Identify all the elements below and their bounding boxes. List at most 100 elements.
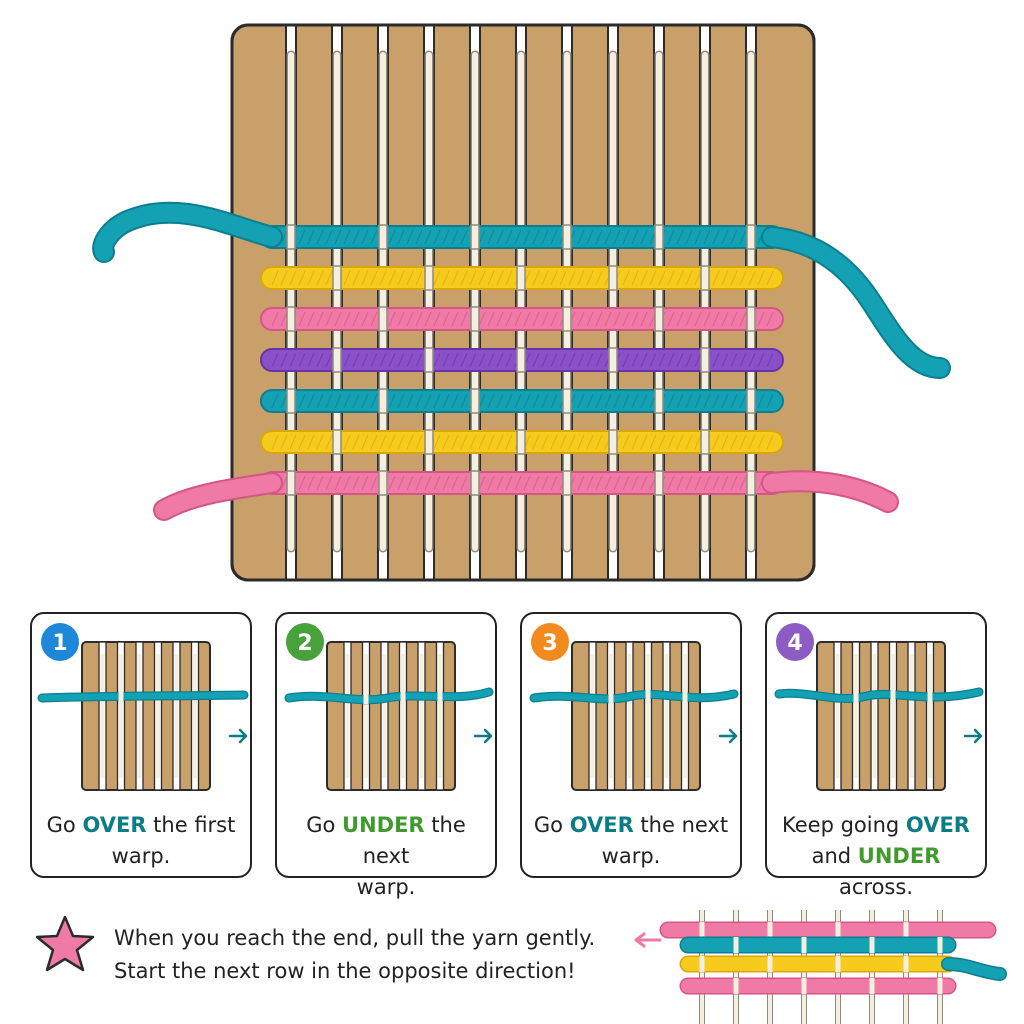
yarn-twist bbox=[505, 475, 513, 491]
yarn-twist bbox=[280, 352, 288, 368]
yarn-twist bbox=[721, 393, 729, 409]
yarn-twist bbox=[586, 229, 594, 245]
step-4-diagram: 4 bbox=[774, 623, 984, 791]
mini-warp-over bbox=[835, 922, 841, 938]
yarn-twist bbox=[361, 270, 369, 286]
yarn-twist bbox=[307, 475, 315, 491]
yarn-twist bbox=[685, 311, 693, 327]
warp-over bbox=[654, 470, 664, 496]
warp-over bbox=[286, 306, 296, 332]
yarn-twist bbox=[307, 393, 315, 409]
yarn-twist bbox=[640, 393, 648, 409]
mini-warp-over bbox=[767, 922, 773, 938]
yarn-twist bbox=[370, 352, 378, 368]
mini-warp-over bbox=[927, 690, 933, 704]
yarn-twist bbox=[694, 393, 702, 409]
yarn-twist bbox=[514, 229, 522, 245]
yarn-twist bbox=[370, 270, 378, 286]
yarn-twist bbox=[388, 229, 396, 245]
yarn-twist bbox=[721, 270, 729, 286]
mini-warp-over bbox=[699, 922, 705, 938]
warp-over bbox=[378, 388, 388, 414]
yarn-twist bbox=[451, 229, 459, 245]
yarn-twist bbox=[325, 311, 333, 327]
yarn-twist bbox=[631, 475, 639, 491]
warp-over bbox=[516, 265, 526, 291]
yarn-twist bbox=[379, 434, 387, 450]
yarn-twist bbox=[766, 434, 774, 450]
yarn-twist bbox=[595, 270, 603, 286]
yarn-twist bbox=[541, 229, 549, 245]
yarn-twist bbox=[307, 229, 315, 245]
yarn-twist bbox=[622, 270, 630, 286]
yarn-twist bbox=[667, 434, 675, 450]
yarn-twist bbox=[406, 393, 414, 409]
yarn-twist bbox=[640, 434, 648, 450]
warp-over bbox=[608, 429, 618, 455]
yarn-twist bbox=[460, 434, 468, 450]
yarn-twist bbox=[325, 270, 333, 286]
yarn-twist bbox=[307, 434, 315, 450]
yarn-twist bbox=[523, 393, 531, 409]
yarn-twist bbox=[388, 393, 396, 409]
step-2-diagram: 2 bbox=[284, 623, 494, 791]
yarn-twist bbox=[748, 352, 756, 368]
mini-weaving-illustration bbox=[634, 910, 1007, 1024]
yarn-twist bbox=[406, 352, 414, 368]
yarn-twist bbox=[442, 229, 450, 245]
warp-over bbox=[378, 470, 388, 496]
instruction-text: Keep going bbox=[782, 813, 906, 837]
keyword-over: OVER bbox=[569, 813, 634, 837]
yarn-twist bbox=[685, 229, 693, 245]
yarn-twist bbox=[604, 311, 612, 327]
pink-tail-left bbox=[155, 474, 281, 519]
mini-warp-over bbox=[890, 690, 896, 704]
yarn-twist bbox=[496, 311, 504, 327]
yarn-twist bbox=[406, 434, 414, 450]
yarn-twist bbox=[298, 229, 306, 245]
step-number: 3 bbox=[542, 631, 557, 656]
mini-warp-over bbox=[608, 690, 614, 704]
yarn-twist bbox=[577, 270, 585, 286]
yarn-twist bbox=[640, 311, 648, 327]
yarn-twist bbox=[559, 270, 567, 286]
step-3-line-2: warp. bbox=[528, 841, 734, 872]
instruction-text: the next bbox=[362, 813, 466, 868]
yarn-twist bbox=[712, 352, 720, 368]
yarn-twist bbox=[496, 475, 504, 491]
teal-tail-right bbox=[763, 228, 949, 377]
yarn-twist bbox=[685, 352, 693, 368]
yarn-twist bbox=[460, 475, 468, 491]
yarn-twist bbox=[379, 352, 387, 368]
yarn-twist bbox=[379, 270, 387, 286]
mini-warp-over bbox=[400, 690, 406, 704]
yarn-twist bbox=[541, 434, 549, 450]
step-card-3: 3 Go OVER the next warp. bbox=[520, 612, 742, 878]
yarn-twist bbox=[487, 434, 495, 450]
mini-warp-over bbox=[645, 690, 651, 704]
yarn-twist bbox=[748, 270, 756, 286]
yarn-twist bbox=[397, 434, 405, 450]
yarn-twist bbox=[406, 475, 414, 491]
yarn-twist bbox=[676, 352, 684, 368]
yarn-twist bbox=[766, 311, 774, 327]
arrow-right-icon bbox=[963, 728, 983, 744]
yarn-twist bbox=[343, 311, 351, 327]
yarn-twist bbox=[451, 393, 459, 409]
yarn-twist bbox=[739, 352, 747, 368]
yarn-twist bbox=[622, 352, 630, 368]
yarn-twist bbox=[433, 311, 441, 327]
yarn-twist bbox=[739, 229, 747, 245]
main-loom-illustration bbox=[92, 23, 951, 582]
yarn-twist bbox=[487, 229, 495, 245]
yarn-twist bbox=[334, 475, 342, 491]
mini-teal-tail bbox=[942, 958, 1006, 980]
yarn-twist bbox=[505, 352, 513, 368]
yarn-twist bbox=[631, 352, 639, 368]
yarn-twist bbox=[298, 311, 306, 327]
yarn-twist bbox=[739, 311, 747, 327]
yarn-twist bbox=[757, 311, 765, 327]
yarn-twist bbox=[370, 311, 378, 327]
yarn-twist bbox=[316, 393, 324, 409]
pink-tail-right bbox=[763, 472, 897, 511]
